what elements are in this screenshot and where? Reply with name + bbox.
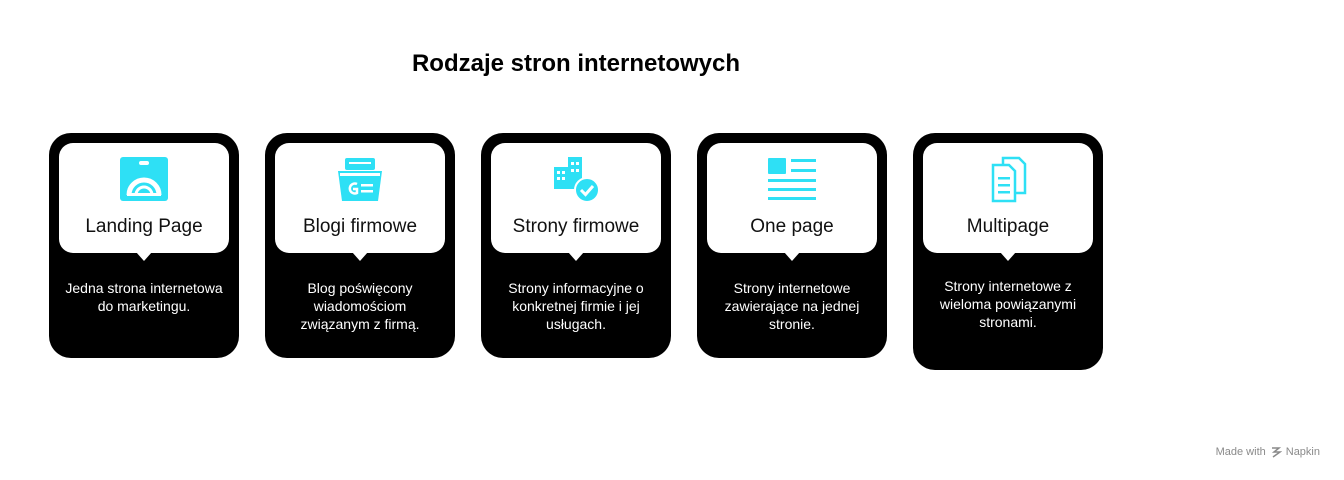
card-label: Strony firmowe xyxy=(512,216,640,237)
one-page-icon xyxy=(768,158,816,200)
landing-page-icon xyxy=(120,157,168,201)
card-notch xyxy=(568,252,584,261)
card-header: Landing Page xyxy=(59,143,229,261)
card-label: One page xyxy=(750,216,834,237)
made-with-label: Made with xyxy=(1215,446,1266,458)
card-multipage: Multipage Strony internetowe z wieloma p… xyxy=(913,133,1103,370)
card-landing-page: Landing Page Jedna strona internetowa do… xyxy=(49,133,239,358)
card-label: Landing Page xyxy=(85,216,203,237)
card-label: Multipage xyxy=(966,216,1050,237)
card-notch xyxy=(1000,252,1016,261)
multipage-icon xyxy=(991,156,1027,203)
company-building-icon xyxy=(554,157,600,203)
card-description: Strony internetowe zawierające na jednej… xyxy=(724,280,860,332)
napkin-logo-icon xyxy=(1271,447,1282,458)
card-notch xyxy=(784,252,800,261)
card-label: Blogi firmowe xyxy=(302,216,418,237)
made-with-napkin[interactable]: Made with Napkin xyxy=(1216,446,1320,458)
card-header: Strony firmowe xyxy=(491,143,661,261)
card-notch xyxy=(136,252,152,261)
card-one-page: One page Strony internetowe zawierające … xyxy=(697,133,887,358)
card-blogi-firmowe: Blogi firmowe Blog poświęcony wiadomości… xyxy=(265,133,455,358)
card-header: Blogi firmowe xyxy=(275,143,445,261)
card-description: Strony internetowe z wieloma powiązanymi… xyxy=(939,278,1077,330)
napkin-brand: Napkin xyxy=(1285,446,1320,458)
card-strony-firmowe: Strony firmowe Strony informacyjne o kon… xyxy=(481,133,671,358)
blog-icon xyxy=(338,158,382,201)
card-description: Strony informacyjne o konkretnej firmie … xyxy=(508,280,644,332)
card-notch xyxy=(352,252,368,261)
card-header: One page xyxy=(707,143,877,261)
card-header: Multipage xyxy=(923,143,1093,261)
page-title: Rodzaje stron internetowych xyxy=(411,50,741,77)
card-description: Jedna strona internetowa do marketingu. xyxy=(65,280,223,314)
card-description: Blog poświęcony wiadomościom związanym z… xyxy=(300,280,420,332)
